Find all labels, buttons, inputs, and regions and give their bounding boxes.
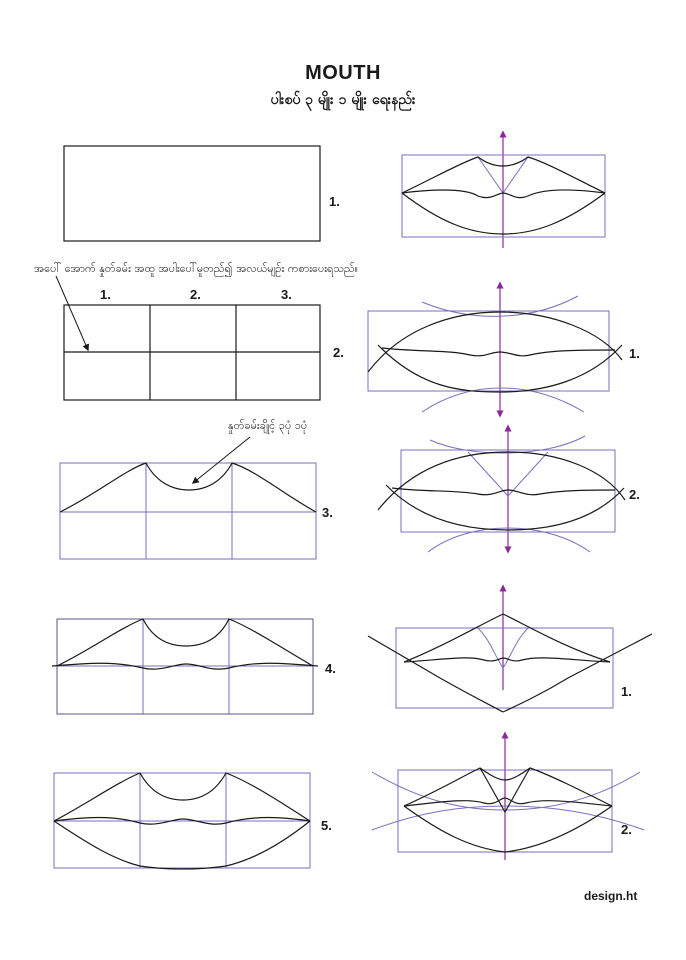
step-2-grid <box>63 304 321 401</box>
right-label-b2: 2. <box>621 822 632 837</box>
right-label-b1: 1. <box>621 684 632 699</box>
cupid-bow-pointer <box>191 436 251 484</box>
step-1-rectangle <box>63 145 321 242</box>
step-5-full-lips <box>53 772 311 870</box>
note-lip-thickness: အပေါ် အောက် နှုတ်ခမ်း အထူ အပါးပေါ်မူတည်၍… <box>34 262 358 275</box>
step-4-upper-lip-centerline <box>51 618 319 715</box>
step-3-upper-lip <box>59 436 317 560</box>
credit-text: design.ht <box>584 889 638 903</box>
step-4-label: 4. <box>325 661 336 676</box>
column-number-2: 2. <box>190 287 201 302</box>
step-3-label: 3. <box>322 505 333 520</box>
right-arc-guides-a1 <box>367 281 623 418</box>
column-number-1: 1. <box>100 287 111 302</box>
right-arc-guides-a2 <box>377 424 626 554</box>
column-number-3: 3. <box>281 287 292 302</box>
note-pointer-arrow <box>55 275 89 352</box>
right-diamond-b1 <box>367 584 653 713</box>
note-cupid-bow: နှုတ်ခမ်းချိုင့် ၃ပုံ ၁ပုံ <box>228 419 308 432</box>
page-title: MOUTH <box>305 62 381 84</box>
step-2-label: 2. <box>333 345 344 360</box>
step-5-label: 5. <box>321 818 332 833</box>
right-refined-lips-b2 <box>371 731 645 860</box>
right-full-lips <box>401 130 606 248</box>
right-label-a2: 2. <box>629 487 640 502</box>
step-1-label: 1. <box>329 194 340 209</box>
right-label-a1: 1. <box>629 346 640 361</box>
page-subtitle: ပါးစပ် ၃ မျိုး ၁ မျိုး ရေးနည်း <box>270 92 416 108</box>
